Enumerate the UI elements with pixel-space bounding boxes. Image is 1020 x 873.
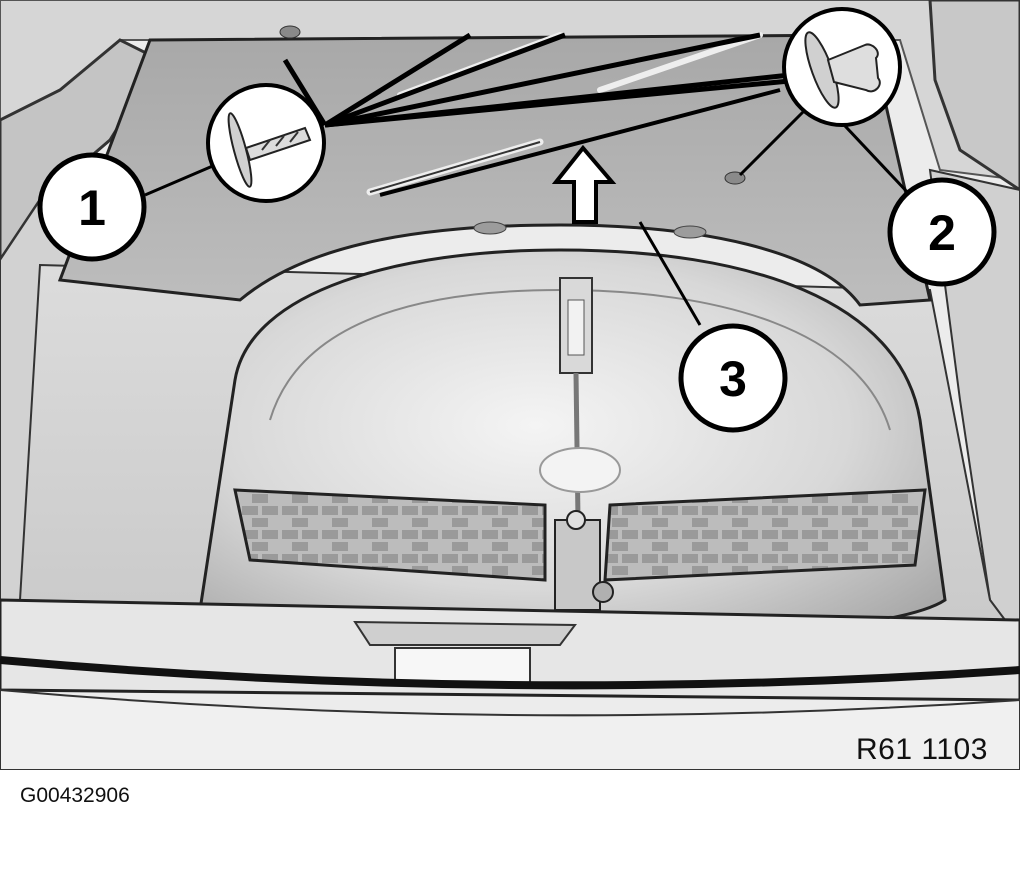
callout-3-label: 3: [719, 351, 747, 407]
callout-2: 2: [887, 177, 997, 287]
loading-edge-tab: [353, 620, 577, 646]
callout-3: 3: [678, 323, 788, 433]
detail-rivet-1: [206, 83, 326, 203]
right-side-trim: [928, 0, 1020, 192]
mounting-hole: [473, 221, 507, 235]
image-id: G00432906: [20, 784, 130, 807]
mounting-hole: [279, 25, 301, 39]
mounting-hole: [673, 225, 707, 239]
wheel-clamp-rod: [573, 372, 581, 521]
latch-cover: [394, 647, 531, 684]
spare-wheel-bracket-slot: [567, 299, 585, 356]
up-arrow: [551, 144, 617, 224]
callout-1: 1: [37, 152, 147, 262]
clamp-nut: [566, 510, 586, 530]
wheel-well-plug: [539, 447, 621, 493]
right-grid-divider: [603, 488, 927, 582]
figure-code: R61 1103: [856, 733, 988, 766]
panel-slot: [597, 32, 763, 93]
callout-2-label: 2: [928, 205, 956, 261]
panel-slot: [369, 141, 541, 193]
trunk-floor-illustration: 1 2 3: [0, 0, 1020, 770]
drain-plug: [592, 581, 614, 603]
left-grid-divider: [233, 488, 547, 582]
leader-lines: [144, 32, 912, 326]
bumper-edge: [0, 688, 1020, 770]
callout-1-label: 1: [78, 180, 106, 236]
detail-rivet-2: [782, 7, 902, 127]
seal-strip: [0, 656, 1020, 690]
